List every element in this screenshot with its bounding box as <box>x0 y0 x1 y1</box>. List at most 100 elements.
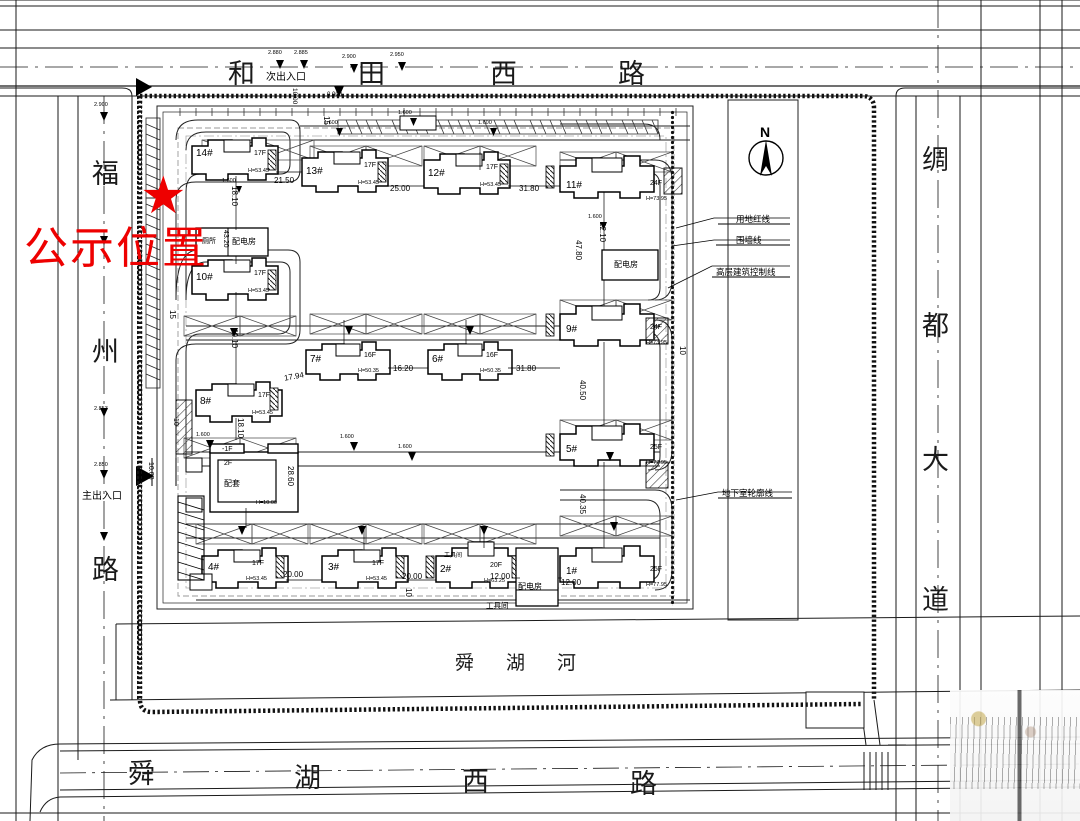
dimension-31-80-top: 31.80 <box>519 184 540 193</box>
elevation-value-3: 1.600 <box>324 120 338 126</box>
building-floors-11: 24F <box>650 180 663 187</box>
building-floors-13: 17F <box>364 162 377 169</box>
dimension-31-80-mid: 31.80 <box>516 364 537 373</box>
building-floors-4: 17F <box>252 560 265 567</box>
road-label-south-char-3: 西 <box>462 767 489 797</box>
publicity-location-text: 公示位置 <box>24 223 208 274</box>
legend-label-basement-outline: 地下室轮廓线 <box>722 488 774 498</box>
dimension-10-east: 10 <box>678 346 687 355</box>
road-label-north-char-1: 和 <box>228 59 255 89</box>
building-floors-7: 16F <box>364 352 377 359</box>
dimension-20-00-left: 20.00 <box>283 570 304 579</box>
building-label-4: 4# <box>208 562 220 573</box>
scan-artifact-photo <box>950 690 1080 821</box>
elevation-road-2: 2.885 <box>294 50 308 56</box>
building-floors-1: 25F <box>650 566 663 573</box>
building-height-3: H=53.45 <box>366 576 387 582</box>
elevation-value-7: 1.600 <box>340 434 354 440</box>
road-label-east-char-4: 道 <box>922 585 949 615</box>
river-label-char-3: 河 <box>557 653 577 674</box>
elevation-value-4: 1.600 <box>478 120 492 126</box>
dimension-25-00: 25.00 <box>390 184 411 193</box>
road-label-west-char-2: 州 <box>92 337 119 367</box>
road-label-west-char-1: 福 <box>92 159 119 189</box>
building-label-14: 14# <box>196 148 213 159</box>
dimension-43-20: 43.20 <box>222 230 229 248</box>
building-label-8: 8# <box>200 396 212 407</box>
dimension-10-00-north-entrance: 10.00 <box>291 88 298 105</box>
road-label-south-char-2: 湖 <box>294 763 321 793</box>
building-floors-2: 20F <box>490 562 503 569</box>
building-label-13: 13# <box>306 166 323 177</box>
dimension-15-top: 15 <box>322 116 331 125</box>
road-label-north-char-3: 西 <box>490 59 517 89</box>
building-height-2: H=63.25 <box>484 578 505 584</box>
building-height-6: H=50.35 <box>480 368 501 374</box>
building-label-6: 6# <box>432 354 444 365</box>
building-height-14: H=53.45 <box>248 168 269 174</box>
compass-north-label: N <box>760 124 771 140</box>
elevation-value-2: 1.600 <box>398 110 412 116</box>
river-label-char-1: 舜 <box>455 653 475 674</box>
elevation-road-4: 2.950 <box>390 52 404 58</box>
building-label-9: 9# <box>566 324 578 335</box>
dimension-18-10-upper: 18.10 <box>230 186 239 207</box>
building-label-3: 3# <box>328 562 340 573</box>
building-height-8: H=53.45 <box>252 410 273 416</box>
road-label-north-char-4: 路 <box>618 59 645 89</box>
building-height-13: H=53.45 <box>358 180 379 186</box>
elevation-road-3: 2.900 <box>342 54 356 60</box>
legend-label-wall-line: 围墙线 <box>736 235 762 245</box>
ancillary-floors-below-supporting: -1F <box>222 446 233 453</box>
road-label-south-char-1: 舜 <box>128 759 155 789</box>
elevation-value-5: 1.600 <box>588 214 602 220</box>
building-height-4: H=53.45 <box>246 576 267 582</box>
ancillary-label-community-clinic: 工具间 <box>444 553 463 559</box>
elevation-road-6: 2.853 <box>94 406 108 412</box>
building-height-11: H=73.95 <box>646 196 667 202</box>
building-label-1: 1# <box>566 566 578 577</box>
ancillary-label-restroom: 厕所 <box>202 238 216 245</box>
dimension-10-south: 10 <box>404 588 413 597</box>
dimension-28-60: 28.60 <box>286 466 295 487</box>
building-floors-10: 17F <box>254 270 267 277</box>
elevation-road-1: 2.880 <box>268 50 282 56</box>
ancillary-label-substation-2: 配电房 <box>614 260 638 269</box>
road-label-east-char-3: 大 <box>922 445 949 475</box>
entrance-label-main: 主出入口 <box>82 491 122 502</box>
building-height-7: H=50.35 <box>358 368 379 374</box>
building-floors-6: 16F <box>486 352 499 359</box>
dimension-16-20: 16.20 <box>393 364 414 373</box>
elevation-value-8: 1.600 <box>196 432 210 438</box>
elevation-value-1: 1.600 <box>222 178 236 184</box>
ancillary-label-substation-3: 配电房 <box>518 582 542 591</box>
dimension-21-50: 21.50 <box>274 176 295 185</box>
dimension-15-left: 15 <box>168 310 177 319</box>
dimension-22-10: 22.10 <box>598 222 607 243</box>
road-label-east-char-1: 绸 <box>922 145 949 175</box>
ancillary-label-supporting-facility: 配套 <box>224 479 240 488</box>
publicity-star-marker: ★ <box>140 167 187 225</box>
dimension-47-80: 47.80 <box>574 240 583 261</box>
building-height-5: H=77.95 <box>646 460 667 466</box>
dimension-40-50: 40.50 <box>578 380 587 401</box>
building-label-11: 11# <box>566 180 582 191</box>
elevation-road-5: 2.900 <box>94 102 108 108</box>
building-height-10: H=53.45 <box>248 288 269 294</box>
building-label-10: 10# <box>196 272 213 283</box>
dimension-20-00-right: 20.00 <box>402 572 423 581</box>
legend-label-highrise-control-line: 高层建筑控制线 <box>716 267 776 277</box>
ancillary-floors-above-supporting: 2F <box>224 460 233 467</box>
building-floors-5: 25F <box>650 444 663 451</box>
road-label-west-char-3: 路 <box>92 555 119 585</box>
dimension-40-10: 40.10 <box>230 328 239 349</box>
building-floors-3: 17F <box>372 560 385 567</box>
road-label-north-char-2: 田 <box>358 59 385 89</box>
dimension-12-00-right: 12.00 <box>561 578 582 587</box>
elevation-road-7: 2.850 <box>94 462 108 468</box>
dimension-12-00-left: 12.00 <box>490 572 511 581</box>
building-label-2: 2# <box>440 564 452 575</box>
legend-label-land-red-line: 用地红线 <box>736 214 771 224</box>
